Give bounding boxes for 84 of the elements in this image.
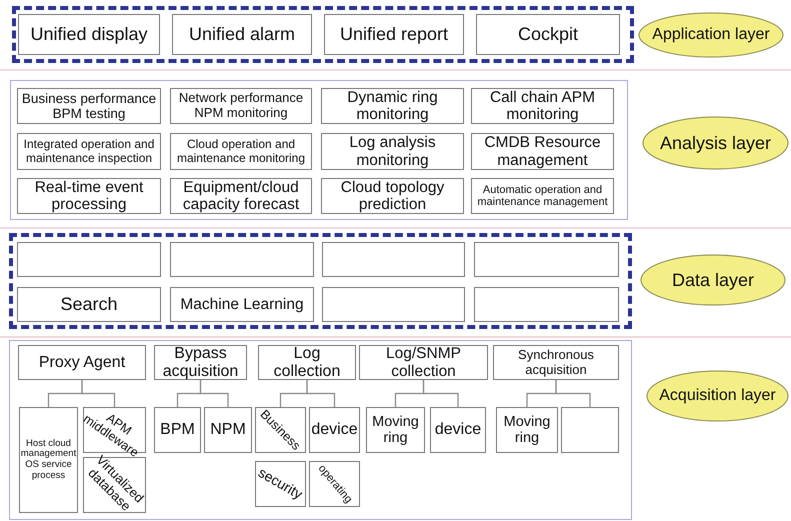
process-box xyxy=(496,407,558,453)
box-label: BPM xyxy=(160,421,195,439)
box-label: NPM xyxy=(210,421,246,439)
connector-line xyxy=(555,380,591,407)
process-box xyxy=(170,242,314,277)
process-box xyxy=(493,345,619,380)
box-label: Analysis layer xyxy=(660,132,772,154)
box-label: Bypass acquisition xyxy=(162,344,240,380)
layer-panel xyxy=(10,80,628,220)
box-label: Automatic operation and maintenance management xyxy=(476,184,609,208)
box-label: Unified report xyxy=(340,24,448,45)
box-label: Business performance BPM testing xyxy=(20,90,158,122)
box-label: Log/SNMP collection xyxy=(385,345,462,380)
process-box xyxy=(474,287,619,322)
box-label: Machine Learning xyxy=(180,296,304,314)
process-box xyxy=(309,461,360,507)
connector-line xyxy=(81,380,116,407)
process-box xyxy=(430,407,486,453)
box-label: Host cloud management OS service process xyxy=(20,438,77,482)
process-box xyxy=(154,345,247,380)
box-label: Cloud operation and maintenance monitoring xyxy=(176,138,306,165)
box-label: Cockpit xyxy=(518,24,578,45)
box-label: Proxy Agent xyxy=(38,354,126,372)
process-box xyxy=(322,242,465,277)
box-label: Network performance NPM monitoring xyxy=(178,91,304,121)
process-box xyxy=(170,88,312,124)
box-label: Application layer xyxy=(652,26,770,44)
process-box xyxy=(476,14,620,55)
process-box xyxy=(324,14,464,55)
process-box xyxy=(17,133,161,170)
box-label: Call chain APM monitoring xyxy=(488,88,596,124)
box-label: Search xyxy=(60,294,118,315)
layer-ellipse xyxy=(646,370,789,422)
process-box xyxy=(18,14,160,55)
process-box xyxy=(321,88,464,124)
layer-panel xyxy=(9,233,632,329)
box-label: Dynamic ring monitoring xyxy=(346,88,439,124)
box-label: Acquisition layer xyxy=(659,387,776,405)
process-box xyxy=(474,242,619,277)
process-box xyxy=(170,287,314,322)
process-box xyxy=(471,133,614,170)
process-box xyxy=(19,407,78,513)
layer-panel xyxy=(12,6,634,63)
connector-line xyxy=(200,380,229,407)
process-box xyxy=(18,345,146,380)
process-box xyxy=(258,345,356,380)
box-label: Cloud topology prediction xyxy=(340,178,446,214)
process-box xyxy=(359,345,488,380)
process-box xyxy=(471,88,614,124)
box-label: Log analysis monitoring xyxy=(348,134,437,169)
box-label: CMDB Resource management xyxy=(483,134,602,169)
box-label: Unified alarm xyxy=(188,24,296,45)
process-box xyxy=(154,407,201,453)
box-label: Moving ring xyxy=(371,414,420,446)
box-label: Real-time event processing xyxy=(34,178,144,214)
process-box xyxy=(561,407,619,453)
process-box xyxy=(170,133,312,170)
process-box xyxy=(366,407,425,453)
box-label: Unified display xyxy=(30,24,148,45)
layer-ellipse xyxy=(638,12,784,58)
box-label: Equipment/cloud capacity forecast xyxy=(182,178,300,214)
connector-line xyxy=(306,380,336,407)
box-label: Synchronous acquisition xyxy=(517,348,595,378)
process-box xyxy=(471,178,614,214)
process-box xyxy=(170,178,312,214)
layer-ellipse xyxy=(642,116,789,170)
process-box xyxy=(172,14,312,55)
connector-line xyxy=(422,380,459,407)
process-box xyxy=(204,407,252,453)
box-label: device xyxy=(434,421,482,439)
process-box xyxy=(309,407,360,453)
process-box xyxy=(321,178,464,214)
layer-panel xyxy=(9,340,632,520)
layer-ellipse xyxy=(640,254,786,306)
box-label: Log collection xyxy=(272,344,342,380)
process-box xyxy=(17,242,161,277)
box-label: Moving ring xyxy=(502,414,552,446)
box-label: Data layer xyxy=(672,270,754,290)
process-box xyxy=(321,133,464,170)
box-label: Integrated operation and maintenance inspection xyxy=(22,138,156,165)
process-box xyxy=(322,287,465,322)
box-label: device xyxy=(311,421,358,439)
process-box xyxy=(17,287,161,322)
process-box xyxy=(17,178,161,214)
